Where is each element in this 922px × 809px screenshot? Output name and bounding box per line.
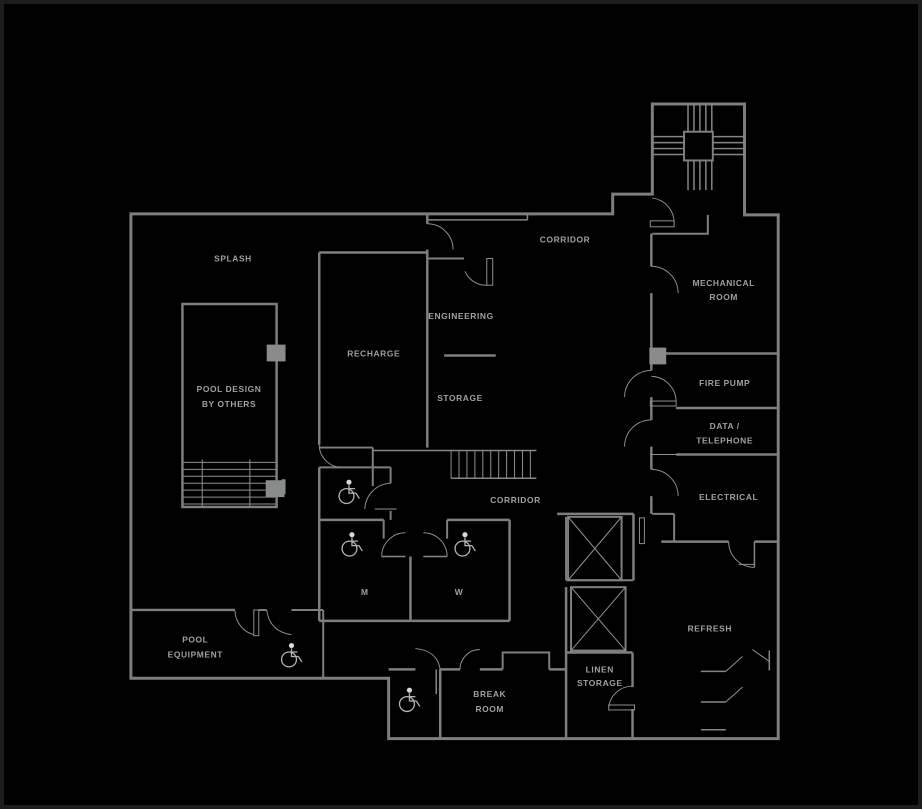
service-chase-block — [649, 347, 667, 365]
floor-plan-svg: SPLASH POOL DESIGN BY OTHERS RECHARGE EN… — [129, 102, 780, 741]
stairwell — [649, 104, 745, 235]
wheelchair-icon — [338, 479, 361, 505]
room-label-pool-equipment-2: EQUIPMENT — [168, 649, 224, 659]
doors — [234, 223, 755, 711]
room-labels: SPLASH POOL DESIGN BY OTHERS RECHARGE EN… — [168, 235, 758, 714]
room-label-engineering: ENGINEERING — [428, 311, 493, 321]
corridor-stairs — [372, 449, 537, 480]
wheelchair-icon — [398, 686, 421, 713]
pool — [181, 302, 286, 509]
room-label-mechanical-2: ROOM — [709, 292, 738, 302]
room-label-pool-design-1: POOL DESIGN — [197, 384, 262, 394]
pool-ledge-block — [265, 480, 285, 498]
wheelchair-icon — [454, 531, 477, 557]
pool-ledge-block — [266, 344, 286, 362]
room-label-break-room-2: ROOM — [475, 704, 504, 714]
elevator-2 — [570, 586, 627, 652]
room-label-electrical: ELECTRICAL — [699, 492, 758, 502]
room-label-mechanical-1: MECHANICAL — [692, 278, 754, 288]
room-label-splash: SPLASH — [214, 253, 252, 263]
interior-walls — [130, 213, 779, 739]
room-label-pool-equipment-1: POOL — [182, 635, 208, 645]
wheelchair-icon — [280, 642, 303, 668]
room-label-data-1: DATA / — [710, 421, 740, 431]
room-label-corridor-lower: CORRIDOR — [490, 495, 541, 505]
wheelchair-icon — [341, 531, 364, 557]
room-label-storage: STORAGE — [437, 393, 483, 403]
room-label-fire-pump: FIRE PUMP — [699, 378, 750, 388]
room-label-mens: M — [361, 587, 369, 597]
room-label-refresh: REFRESH — [688, 624, 732, 634]
elevator-1 — [567, 515, 623, 582]
room-label-linen-1: LINEN — [586, 664, 614, 674]
wall-pier — [281, 479, 286, 495]
room-label-data-2: TELEPHONE — [696, 436, 753, 446]
wheelchair-icons — [280, 479, 477, 713]
room-label-pool-design-2: BY OTHERS — [202, 399, 256, 409]
room-label-womens: W — [455, 587, 464, 597]
outer-walls — [129, 102, 780, 741]
room-label-linen-2: STORAGE — [577, 678, 623, 688]
room-label-recharge: RECHARGE — [347, 348, 400, 358]
room-label-corridor-upper: CORRIDOR — [540, 235, 591, 245]
room-label-break-room-1: BREAK — [473, 689, 506, 699]
